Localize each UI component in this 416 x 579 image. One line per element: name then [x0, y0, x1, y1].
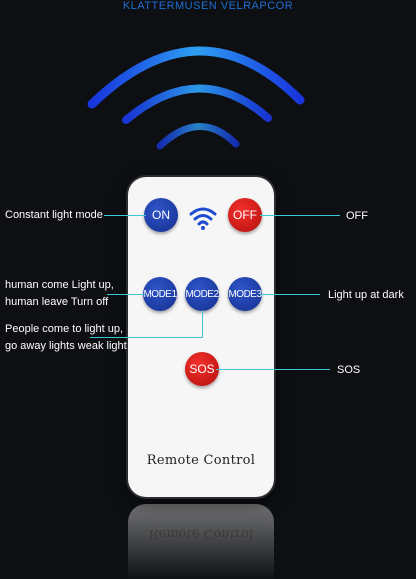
off-callout-line: [260, 215, 340, 216]
mode2-button[interactable]: MODE2: [185, 277, 219, 311]
remote-reflection: Remote Control: [128, 504, 274, 579]
off-label: OFF: [346, 210, 368, 222]
sos-label: SOS: [337, 364, 361, 376]
mode1-label-line1: human come Light up,: [5, 279, 114, 291]
brand-title: KLATTERMUSEN VELRAPCOR: [122, 0, 294, 12]
sos-callout-line: [216, 369, 330, 370]
wifi-signal-icon: [189, 207, 217, 230]
remote-label: Remote Control: [146, 453, 256, 468]
mode2-callout-line: [90, 337, 203, 338]
mode3-callout-line: [260, 294, 320, 295]
off-button[interactable]: OFF: [228, 198, 262, 232]
mode1-button[interactable]: MODE1: [143, 277, 177, 311]
broadcast-waves-icon: [87, 46, 305, 150]
on-callout-line: [104, 215, 146, 216]
on-button[interactable]: ON: [144, 198, 178, 232]
mode1-label-line2: human leave Turn off: [5, 296, 109, 308]
mode2-label-line1: People come to light up,: [5, 323, 124, 335]
mode2-callout-vline: [202, 310, 203, 337]
constant-light-label: Constant light mode: [5, 209, 103, 221]
mode1-callout-line: [107, 294, 145, 295]
mode3-button[interactable]: MODE3: [228, 277, 262, 311]
mode3-label: Light up at dark: [328, 289, 404, 301]
sos-button[interactable]: SOS: [185, 352, 219, 386]
mode2-label-line2: go away lights weak light: [5, 340, 127, 352]
reflection-label: Remote Control: [148, 526, 254, 541]
